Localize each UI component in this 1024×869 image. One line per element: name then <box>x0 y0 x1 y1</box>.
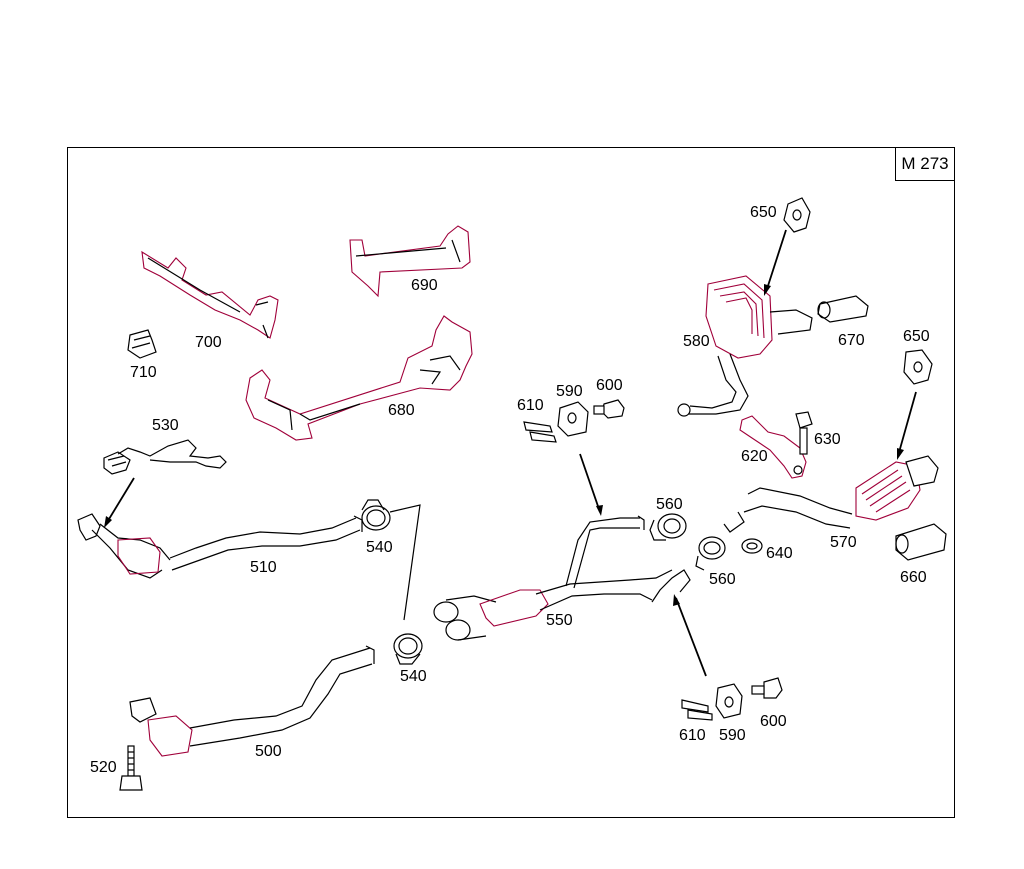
label-520: 520 <box>90 759 117 776</box>
clamp-540-upper[interactable] <box>361 499 391 531</box>
clamp-560-lower[interactable] <box>695 536 726 571</box>
label-620: 620 <box>741 448 768 465</box>
y-pipe-550[interactable] <box>433 515 691 641</box>
front-pipe-500[interactable] <box>129 645 375 757</box>
label-560-lower: 560 <box>709 571 736 588</box>
clamp-540-lower[interactable] <box>393 633 423 665</box>
bolts-610-upper[interactable] <box>523 421 557 443</box>
label-570: 570 <box>830 534 857 551</box>
bolt-630[interactable] <box>795 411 813 455</box>
label-710: 710 <box>130 364 157 381</box>
hanger-650-upper[interactable] <box>783 197 811 233</box>
label-610-lower: 610 <box>679 727 706 744</box>
label-670: 670 <box>838 332 865 349</box>
label-540-lower: 540 <box>400 668 427 685</box>
label-580: 580 <box>683 333 710 350</box>
label-690: 690 <box>411 277 438 294</box>
bracket-700[interactable] <box>141 250 279 339</box>
diagram-frame <box>67 147 955 818</box>
bracket-680[interactable] <box>245 315 473 441</box>
nut-640[interactable] <box>741 538 763 554</box>
label-650-upper: 650 <box>750 204 777 221</box>
arrows <box>104 229 917 677</box>
label-650-lower: 650 <box>903 328 930 345</box>
label-640: 640 <box>766 545 793 562</box>
clamp-link-line <box>389 504 421 621</box>
bolts-610-lower[interactable] <box>681 699 713 721</box>
label-610-upper: 610 <box>517 397 544 414</box>
front-pipe-510[interactable] <box>77 513 363 579</box>
oxygen-sensor-530[interactable] <box>103 439 227 475</box>
label-510: 510 <box>250 559 277 576</box>
label-660: 660 <box>900 569 927 586</box>
label-600-lower: 600 <box>760 713 787 730</box>
bolt-520[interactable] <box>119 745 143 791</box>
hanger-650-lower[interactable] <box>903 349 933 385</box>
label-550: 550 <box>546 612 573 629</box>
rubber-mount-590-lower[interactable] <box>715 683 743 719</box>
bolt-600-lower[interactable] <box>751 677 783 699</box>
bracket-690[interactable] <box>349 225 471 298</box>
exhaust-tip-660[interactable] <box>895 523 947 561</box>
bracket-620[interactable] <box>739 415 807 479</box>
bolt-600-upper[interactable] <box>593 399 625 419</box>
rear-muffler-580[interactable] <box>677 275 813 417</box>
label-590-lower: 590 <box>719 727 746 744</box>
label-600-upper: 600 <box>596 377 623 394</box>
label-590-upper: 590 <box>556 383 583 400</box>
label-500: 500 <box>255 743 282 760</box>
rubber-mount-590-upper[interactable] <box>557 401 589 437</box>
label-700: 700 <box>195 334 222 351</box>
model-code-box: M 273 <box>895 147 955 181</box>
rear-muffler-570[interactable] <box>723 455 939 533</box>
clamp-560-upper[interactable] <box>649 513 687 541</box>
label-680: 680 <box>388 402 415 419</box>
clip-710[interactable] <box>127 329 157 359</box>
label-540-upper: 540 <box>366 539 393 556</box>
label-530: 530 <box>152 417 179 434</box>
label-560-upper: 560 <box>656 496 683 513</box>
label-630: 630 <box>814 431 841 448</box>
exhaust-tip-670[interactable] <box>817 295 869 323</box>
